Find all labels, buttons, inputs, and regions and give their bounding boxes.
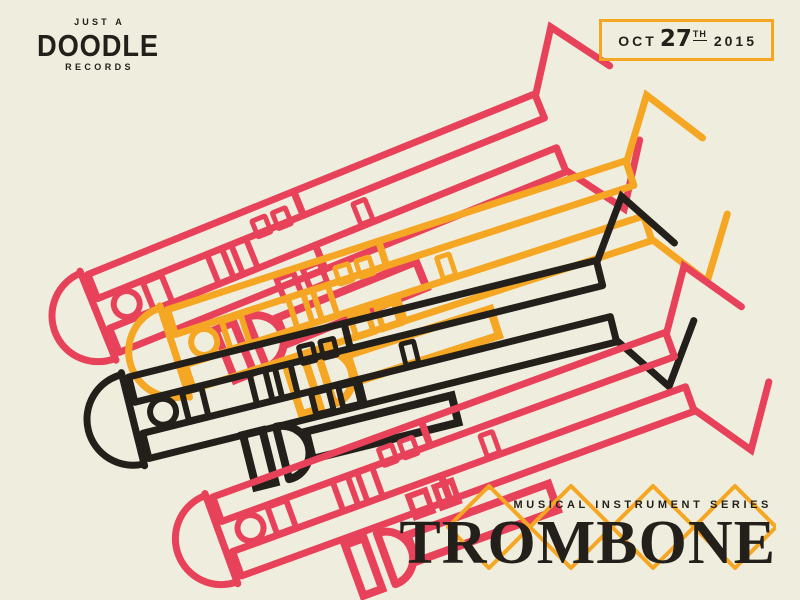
date-year: 2015	[713, 33, 757, 49]
date-badge: OCT 27 TH 2015	[599, 19, 774, 61]
date-day: 27	[659, 26, 692, 52]
date-ordinal: TH	[692, 29, 707, 41]
brand-logo: JUST A DOODLE RECORDS	[28, 18, 168, 72]
date-month: OCT	[618, 33, 657, 49]
logo-line-records: RECORDS	[65, 62, 134, 72]
trombone-pink-top	[19, 12, 662, 424]
logo-line-just-a: JUST A	[74, 17, 125, 27]
logo-line-doodle: DOODLE	[37, 28, 159, 63]
title-block: MUSICAL INSTRUMENT SERIES TROMBONE	[399, 484, 776, 577]
page-title: TROMBONE	[399, 508, 776, 577]
